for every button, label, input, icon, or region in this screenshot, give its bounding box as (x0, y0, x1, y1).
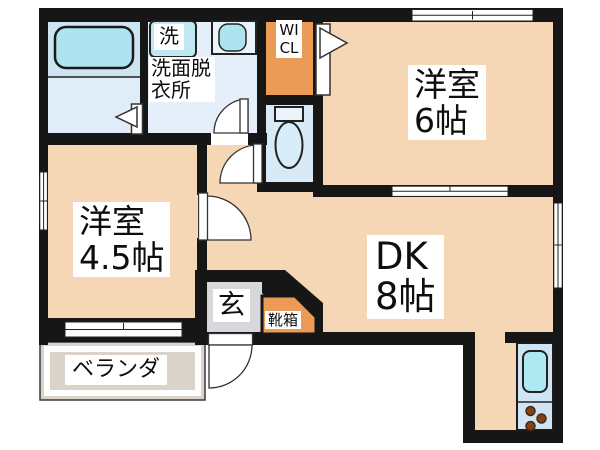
kitchen-sink-icon (522, 350, 548, 393)
shoebox-label: 靴箱 (265, 311, 302, 330)
door-arc-icon (208, 344, 253, 389)
wall (195, 270, 204, 345)
wall (257, 22, 266, 192)
window-icon (411, 9, 534, 22)
bedroom6-name: 洋室 (414, 65, 480, 104)
wall (39, 133, 267, 145)
window-icon (553, 202, 563, 289)
bedroom6-label: 洋室 6帖 (408, 65, 486, 141)
bathroom-floor-lower (48, 77, 140, 135)
door-leaf (252, 143, 263, 184)
bathtub-icon (53, 25, 135, 70)
toilet-tank (274, 106, 304, 122)
stove-burner-icon (525, 405, 536, 417)
wall (463, 332, 475, 443)
bedroom45-size: 4.5帖 (79, 237, 165, 277)
wall (140, 22, 148, 135)
wall (257, 182, 323, 192)
washer-label: 洗 (154, 24, 184, 50)
doorway-gap (211, 133, 248, 145)
wall (195, 270, 262, 282)
entrance-label: 玄 (213, 289, 250, 323)
wall (505, 332, 553, 343)
window-icon (39, 171, 48, 231)
bedroom45-name: 洋室 (79, 202, 145, 241)
veranda-label: ベランダ (65, 355, 168, 385)
folding-door-icon (315, 23, 349, 96)
dk-label: DK 8帖 (367, 235, 444, 319)
doors (114, 23, 349, 389)
window-icon (64, 321, 183, 338)
bedroom6-size: 6帖 (414, 100, 468, 140)
folding-door-icon (114, 103, 144, 135)
dk-size: 8帖 (375, 274, 436, 318)
windows (39, 9, 563, 338)
wall (313, 8, 323, 192)
wall (197, 135, 207, 195)
door-leaf (239, 98, 249, 134)
entrance-door-leaf (207, 332, 254, 346)
door-leaf (197, 192, 209, 241)
toilet-icon (274, 121, 304, 169)
dk-name: DK (375, 235, 428, 278)
washroom-label: 洗面脱衣所 (149, 57, 215, 103)
washbasin-bowl (218, 23, 247, 52)
veranda-inner-border (44, 346, 201, 396)
stove-burner-icon (536, 413, 547, 424)
wall (463, 430, 563, 443)
sliding-door-icon (391, 185, 509, 197)
door-arc-icon (206, 195, 252, 241)
wall (257, 95, 323, 105)
stove-burner-icon (525, 420, 536, 432)
wicl-label: WICL (276, 20, 302, 58)
bedroom45-label: 洋室 4.5帖 (73, 202, 171, 278)
